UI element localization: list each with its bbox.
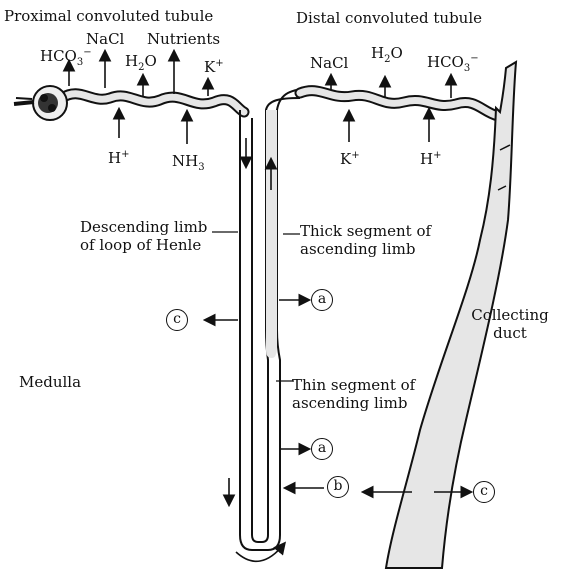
dct-hco3-label: HCO3− <box>427 53 479 74</box>
pct-h-label: H+ <box>108 149 130 167</box>
dct-k-label: K+ <box>340 150 360 168</box>
marker-a-thin: a <box>311 438 333 460</box>
leader-lines <box>212 231 300 382</box>
flow-arrows <box>222 138 287 562</box>
dct-nacl-label: NaCl <box>310 54 349 72</box>
marker-c-left: c <box>166 309 188 331</box>
pct-hco3-label: HCO3− <box>40 47 92 68</box>
marker-c-right: c <box>473 481 495 503</box>
medulla-label: Medulla <box>19 373 82 391</box>
dct-h-label: H+ <box>420 150 442 168</box>
pct-arrows <box>62 48 215 144</box>
loop-of-henle <box>239 87 311 551</box>
marker-a-thick: a <box>311 289 333 311</box>
descending-limb-label: Descending limb of loop of Henle <box>80 218 208 254</box>
marker-arrows <box>202 293 474 499</box>
pct-nutrients-label: Nutrients <box>147 30 221 48</box>
pct-nh3-label: NH3 <box>172 152 205 173</box>
marker-b: b <box>327 476 349 498</box>
dct-arrows <box>324 72 458 142</box>
pct-h2o-label: H2O <box>125 52 157 73</box>
pct-title: Proximal convoluted tubule <box>4 7 214 25</box>
dct-h2o-label: H2O <box>371 44 403 65</box>
dct-title: Distal convoluted tubule <box>296 9 483 27</box>
glomerulus <box>13 85 68 121</box>
collecting-duct-label: Collecting duct <box>471 306 549 342</box>
thick-segment-label: Thick segment of ascending limb <box>300 222 432 258</box>
pct-nacl-label: NaCl <box>86 30 125 48</box>
pct-k-label: K+ <box>204 58 224 76</box>
collecting-duct-shape <box>384 60 518 569</box>
thin-segment-label: Thin segment of ascending limb <box>292 376 416 412</box>
